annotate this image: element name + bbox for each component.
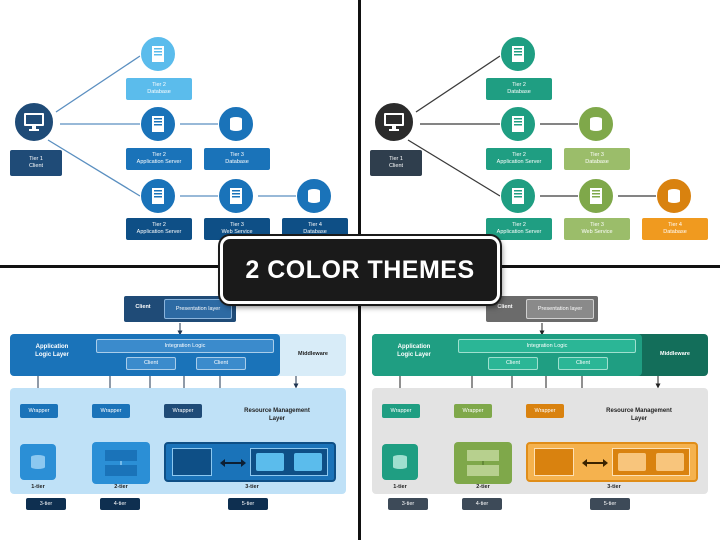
tier2-app-server-label-2: Tier 2 Application Server [126, 218, 192, 240]
server-icon [140, 106, 176, 142]
tier2-database-label: Tier 2 Database [486, 78, 552, 100]
wrapper-3: Wrapper [164, 404, 202, 418]
three-tier-primary [534, 448, 574, 476]
server-icon [578, 178, 614, 214]
sub-node [656, 453, 684, 471]
two-tier-block [92, 442, 150, 484]
sub-node [256, 453, 284, 471]
tier3-label: 3-tier [245, 484, 259, 490]
sub-node [294, 453, 322, 471]
two-tier-block [454, 442, 512, 484]
middleware-label: Middleware [298, 351, 328, 357]
database-icon [656, 178, 692, 214]
color-themes-banner: 2 COLOR THEMES [220, 236, 500, 304]
server-icon [140, 36, 176, 72]
tier2-app-server-label: Tier 2 Application Server [486, 148, 552, 170]
database-icon [296, 178, 332, 214]
database-icon [578, 106, 614, 142]
server-icon [500, 178, 536, 214]
tier3-label: 3-tier [607, 484, 621, 490]
server-icon [500, 36, 536, 72]
client-box-a: Client [488, 357, 538, 370]
client-title: Client [135, 304, 151, 310]
integration-logic-label: Integration Logic [458, 339, 636, 353]
badge-3-tier: 3-tier [26, 498, 66, 510]
badge-3-tier: 3-tier [388, 498, 428, 510]
app-logic-label: Application Logic Layer [397, 344, 431, 358]
client-label: Tier 1 Client [10, 150, 62, 176]
resource-label: Resource Management Layer [244, 408, 310, 422]
wrapper-1: Wrapper [20, 404, 58, 418]
three-tier-secondary [612, 448, 690, 476]
tiers-connectors-color [407, 55, 656, 197]
tier2-label: 2-tier [476, 484, 490, 490]
presentation-layer-label: Presentation layer [164, 299, 232, 319]
wrapper-2: Wrapper [92, 404, 130, 418]
tier4-database-label: Tier 4 Database [282, 218, 348, 240]
tier1-label: 1-tier [393, 484, 407, 490]
integration-logic-label: Integration Logic [96, 339, 274, 353]
tier3-web-service-label: Tier 3 Web Service [204, 218, 270, 240]
database-icon [382, 444, 418, 480]
client-computer-icon [14, 102, 54, 142]
tiers-connectors-blue [47, 55, 296, 197]
wrapper-1: Wrapper [382, 404, 420, 418]
client-box-b: Client [558, 357, 608, 370]
client-computer-icon [374, 102, 414, 142]
three-tier-primary [172, 448, 212, 476]
tier2-app-server-label: Tier 2 Application Server [126, 148, 192, 170]
wrapper-3: Wrapper [526, 404, 564, 418]
tier2-database-label: Tier 2 Database [126, 78, 192, 100]
three-tier-secondary [250, 448, 328, 476]
arrow-icon [582, 456, 608, 468]
badge-5-tier: 5-tier [228, 498, 268, 510]
server-icon [500, 106, 536, 142]
badge-4-tier: 4-tier [462, 498, 502, 510]
tier3-database-label: Tier 3 Database [204, 148, 270, 170]
badge-4-tier: 4-tier [100, 498, 140, 510]
tier3-database-label: Tier 3 Database [564, 148, 630, 170]
tier2-label: 2-tier [114, 484, 128, 490]
server-icon [218, 178, 254, 214]
tier3-web-service-label: Tier 3 Web Service [564, 218, 630, 240]
tier4-database-label: Tier 4 Database [642, 218, 708, 240]
client-box-a: Client [126, 357, 176, 370]
presentation-layer-label: Presentation layer [526, 299, 594, 319]
client-title: Client [497, 304, 513, 310]
client-box-b: Client [196, 357, 246, 370]
arrow-icon [220, 456, 246, 468]
client-label: Tier 1 Client [370, 150, 422, 176]
database-icon [20, 444, 56, 480]
app-logic-label: Application Logic Layer [35, 344, 69, 358]
database-icon [218, 106, 254, 142]
tier2-app-server-label-2: Tier 2 Application Server [486, 218, 552, 240]
middleware-label: Middleware [660, 351, 690, 357]
badge-5-tier: 5-tier [590, 498, 630, 510]
tier1-label: 1-tier [31, 484, 45, 490]
resource-label: Resource Management Layer [606, 408, 672, 422]
sub-node [618, 453, 646, 471]
wrapper-2: Wrapper [454, 404, 492, 418]
server-icon [140, 178, 176, 214]
